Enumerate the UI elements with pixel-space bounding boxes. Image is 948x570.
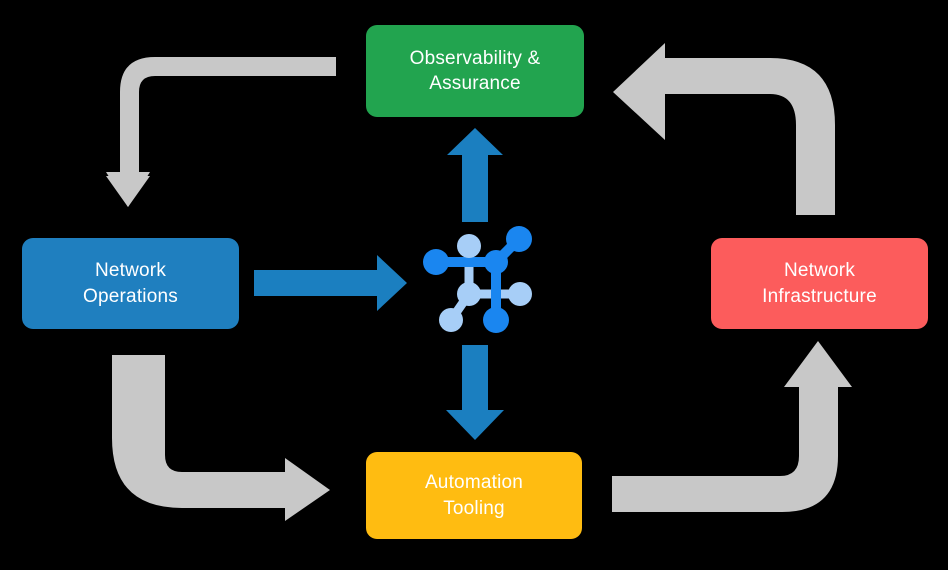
node-operations-label: Network Operations (63, 258, 198, 309)
arrow-infrastructure-to-observability (613, 43, 835, 215)
node-infrastructure-label: Network Infrastructure (742, 258, 897, 309)
network-topology-icon (423, 226, 532, 333)
node-operations-line1: Network (94, 260, 167, 282)
node-automation-label: Automation Tooling (405, 470, 543, 521)
node-operations-line2: Operations (83, 285, 178, 307)
node-infrastructure-line1: Network (783, 260, 856, 282)
arrow-operations-to-automation (112, 355, 330, 521)
node-observability-line2: Assurance (429, 73, 521, 94)
arrow-operations-to-center (254, 255, 407, 311)
node-network-infrastructure[interactable]: Network Infrastructure (711, 238, 928, 329)
arrow-center-to-observability (447, 128, 503, 222)
node-observability-label: Observability & Assurance (390, 46, 561, 97)
arrow-center-to-automation (446, 345, 504, 440)
node-automation-line2: Tooling (443, 497, 505, 519)
node-automation-line1: Automation (424, 472, 524, 494)
arrow-automation-to-infrastructure (612, 341, 852, 512)
node-infrastructure-line2: Infrastructure (762, 285, 877, 307)
arrow-observability-to-operations-body (106, 57, 336, 207)
node-observability-assurance[interactable]: Observability & Assurance (366, 25, 584, 117)
node-network-operations[interactable]: Network Operations (22, 238, 239, 329)
node-automation-tooling[interactable]: Automation Tooling (366, 452, 582, 539)
node-observability-line1: Observability & (409, 47, 541, 69)
